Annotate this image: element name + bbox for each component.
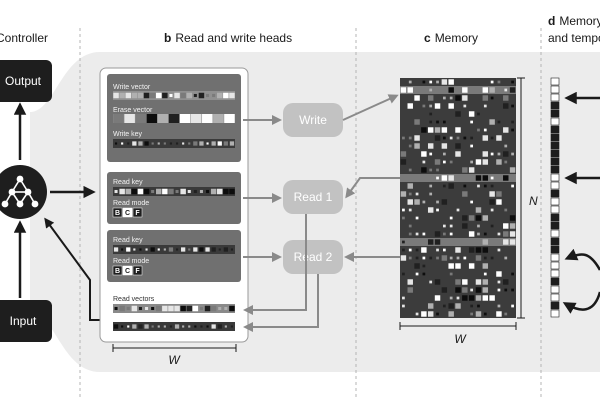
write-operation-label: Write bbox=[299, 113, 327, 127]
write-key-label: Write key bbox=[113, 131, 143, 138]
write-vector bbox=[113, 91, 235, 100]
read-vectors-label: Read vectors bbox=[113, 296, 155, 303]
read-vector-1 bbox=[113, 304, 235, 313]
read2-operation bbox=[283, 240, 343, 274]
read-head-1-key bbox=[113, 187, 235, 196]
memory-width-label: W bbox=[454, 332, 467, 346]
read-head-2-mode-label: Read mode bbox=[113, 258, 149, 265]
temporal-link-arrows bbox=[562, 91, 600, 314]
read1-operation-label: Read 1 bbox=[294, 190, 333, 204]
heads-width-brace bbox=[112, 344, 237, 352]
controller-section-title: Controller bbox=[0, 31, 48, 45]
memory-width-brace bbox=[399, 322, 517, 330]
output-label: Output bbox=[5, 74, 42, 88]
erase-vector bbox=[113, 114, 235, 123]
memory-rows-brace bbox=[517, 77, 525, 319]
svg-text:C: C bbox=[125, 268, 130, 275]
read-head-2-key bbox=[113, 245, 235, 254]
input-box bbox=[0, 300, 52, 342]
heads-width-label: W bbox=[168, 353, 181, 367]
svg-text:F: F bbox=[135, 210, 140, 217]
memory-rows-label: N bbox=[529, 194, 538, 208]
write-vector-label: Write vector bbox=[113, 84, 151, 91]
controller-network-icon bbox=[0, 165, 47, 219]
read-head-1-key-label: Read key bbox=[113, 179, 143, 186]
read1-operation bbox=[283, 180, 343, 214]
read-vectors-to-controller-arrow bbox=[44, 217, 108, 321]
write-head: Write vector Erase vector Write key bbox=[107, 74, 241, 162]
memory-usage-column bbox=[550, 77, 560, 318]
temporal-section-subtitle: and temporal links bbox=[548, 31, 600, 45]
svg-text:C: C bbox=[125, 210, 130, 217]
svg-text:F: F bbox=[135, 268, 140, 275]
output-box bbox=[0, 60, 52, 102]
memory-matrix bbox=[400, 78, 516, 318]
head-connectors bbox=[243, 94, 405, 332]
section-dividers bbox=[79, 28, 542, 400]
svg-text:B: B bbox=[115, 268, 120, 275]
read-vector-2 bbox=[113, 322, 235, 331]
erase-vector-label: Erase vector bbox=[113, 107, 153, 114]
svg-text:B: B bbox=[115, 210, 120, 217]
input-label: Input bbox=[10, 314, 37, 328]
write-operation bbox=[283, 103, 343, 137]
read-head-1-mode-label: Read mode bbox=[113, 200, 149, 207]
write-key bbox=[113, 139, 235, 148]
read2-operation-label: Read 2 bbox=[294, 250, 333, 264]
read-head-2-key-label: Read key bbox=[113, 237, 143, 244]
